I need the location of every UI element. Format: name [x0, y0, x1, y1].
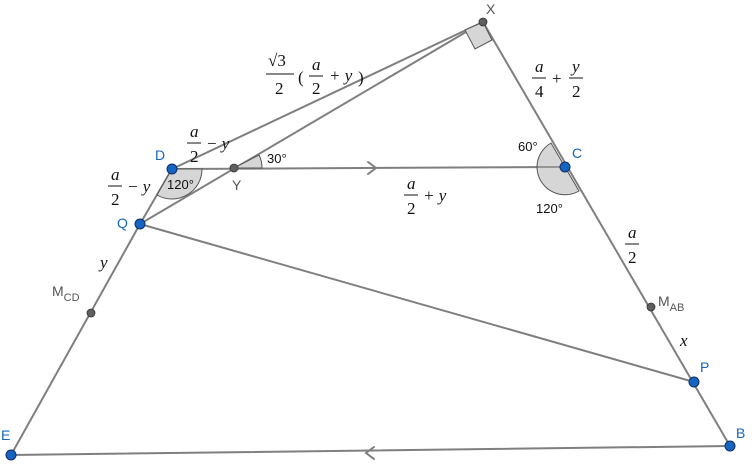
length-label-yx: √3 2 ( a 2 + y ) — [266, 51, 364, 98]
point-y — [229, 163, 239, 173]
point-label-mab: MAB — [658, 293, 684, 314]
svg-text:y: y — [570, 57, 580, 76]
svg-text:): ) — [358, 68, 364, 87]
length-label-dq: a 2 − y — [108, 165, 151, 209]
point-mab — [646, 302, 656, 312]
point-c — [559, 161, 571, 173]
point-label-mcd: MCD — [52, 283, 80, 304]
point-q — [134, 218, 146, 230]
segment-q-p — [139, 223, 695, 383]
svg-text:+: + — [552, 69, 562, 88]
svg-text:− y: − y — [206, 134, 230, 153]
length-label-dy: a 2 − y — [187, 122, 230, 166]
length-label-yc: a 2 + y — [404, 174, 447, 218]
point-label-y: Y — [232, 177, 242, 193]
svg-text:2: 2 — [312, 79, 321, 98]
points — [5, 17, 736, 461]
angle-label-y: 30° — [267, 151, 287, 166]
svg-text:2: 2 — [572, 82, 581, 101]
svg-text:(: ( — [298, 68, 304, 87]
svg-text:− y: − y — [127, 177, 151, 196]
svg-text:4: 4 — [535, 82, 544, 101]
point-mcd — [86, 308, 96, 318]
svg-text:2: 2 — [628, 248, 637, 267]
segment-x-b — [482, 21, 731, 447]
point-label-d: D — [155, 147, 165, 163]
point-label-p: P — [700, 359, 709, 375]
point-label-x: X — [486, 1, 496, 17]
segment-d-x — [171, 21, 484, 170]
point-d — [166, 163, 178, 175]
point-x — [478, 17, 488, 27]
length-label-xc: a 4 + y 2 — [532, 57, 583, 101]
segment-q-x — [139, 21, 484, 225]
point-b — [724, 440, 736, 452]
length-label-qe: y — [98, 253, 108, 272]
point-p — [688, 376, 700, 388]
svg-text:+ y: + y — [423, 186, 447, 205]
length-label-mab-p: x — [679, 331, 688, 350]
point-label-q: Q — [117, 215, 128, 231]
point-label-b: B — [736, 425, 745, 441]
angle-mark-d-120 — [156, 168, 203, 200]
right-angle-marker-x — [464, 21, 493, 50]
svg-text:a: a — [407, 174, 416, 193]
svg-text:a: a — [628, 223, 637, 242]
angle-mark-y-30 — [233, 154, 263, 169]
angle-label-c-bottom: 120° — [536, 201, 563, 216]
svg-text:√3: √3 — [268, 51, 286, 70]
svg-text:a: a — [111, 165, 120, 184]
point-label-c: C — [572, 145, 582, 161]
angle-label-c-top: 60° — [518, 139, 538, 154]
point-label-e: E — [1, 427, 10, 443]
svg-text:2: 2 — [190, 147, 199, 166]
angle-mark-c-120 — [536, 166, 580, 196]
segments — [10, 21, 731, 456]
angle-label-d: 120° — [167, 177, 194, 192]
length-label-c-mab: a 2 — [625, 223, 639, 267]
svg-text:2: 2 — [111, 190, 120, 209]
parallel-arrow-dc — [367, 161, 378, 175]
svg-text:2: 2 — [407, 199, 416, 218]
svg-text:a: a — [312, 55, 321, 74]
point-e — [5, 449, 17, 461]
segment-q-e — [10, 223, 141, 456]
parallel-arrow-eb — [364, 446, 375, 460]
svg-text:a: a — [535, 57, 544, 76]
svg-text:a: a — [190, 122, 199, 141]
svg-text:+ y: + y — [329, 66, 353, 85]
svg-text:2: 2 — [275, 79, 284, 98]
